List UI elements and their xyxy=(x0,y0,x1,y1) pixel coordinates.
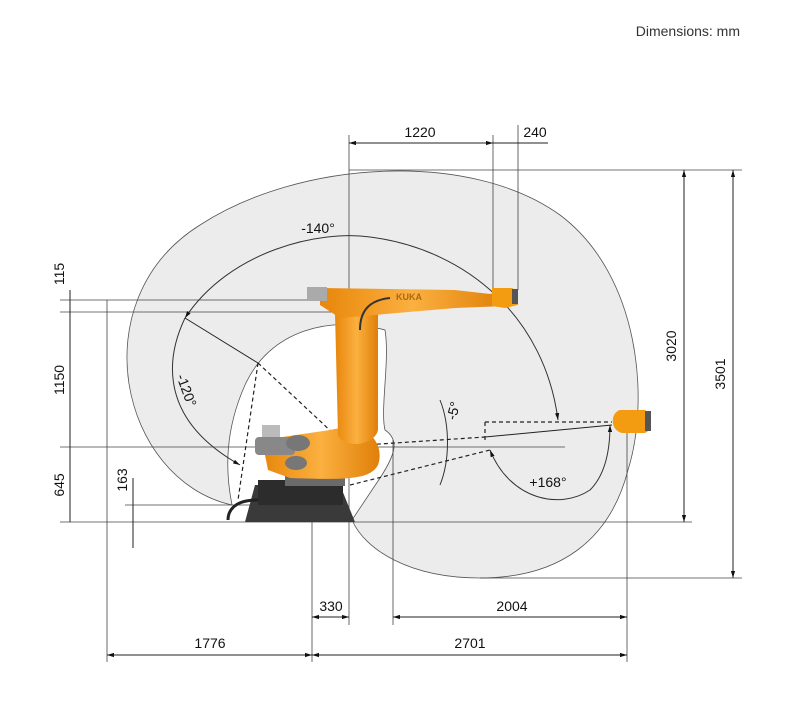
dim-3501: 3501 xyxy=(712,358,728,389)
dim-2701: 2701 xyxy=(454,635,485,651)
dim-163: 163 xyxy=(114,468,130,492)
dim-1220: 1220 xyxy=(404,124,435,140)
angle-minus-140: -140° xyxy=(301,220,335,236)
robot-wrist xyxy=(492,288,518,308)
dim-2004: 2004 xyxy=(496,598,527,614)
robot-cable xyxy=(226,498,259,521)
dim-240: 240 xyxy=(523,124,547,140)
robot: KUKA xyxy=(226,287,651,522)
dim-330: 330 xyxy=(319,598,343,614)
angle-plus-168: +168° xyxy=(529,474,566,490)
angle-arcs xyxy=(172,235,613,501)
dim-3020: 3020 xyxy=(663,330,679,361)
dimension-labels: 1220 240 3020 3501 115 1150 645 163 330 … xyxy=(51,124,728,651)
dim-1776: 1776 xyxy=(194,635,225,651)
work-envelope xyxy=(126,170,639,579)
kuka-logo: KUKA xyxy=(396,292,422,302)
dim-645: 645 xyxy=(51,473,67,497)
robot-lower-arm xyxy=(335,303,378,445)
dimension-lines xyxy=(69,140,736,658)
dim-115: 115 xyxy=(51,263,67,286)
angle-minus-5: -5° xyxy=(443,400,463,422)
dim-1150: 1150 xyxy=(51,365,67,395)
units-label: Dimensions: mm xyxy=(636,23,740,39)
robot-wrist-extended xyxy=(612,410,650,433)
